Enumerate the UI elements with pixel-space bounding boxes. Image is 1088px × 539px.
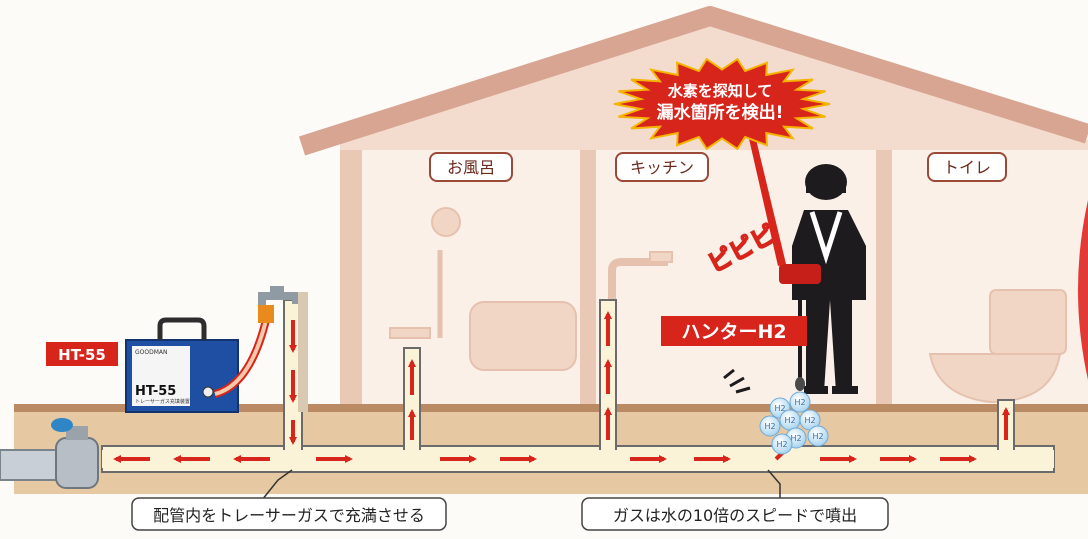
connector-speed: [767, 469, 781, 500]
toilet-tank: [989, 289, 1067, 355]
bathtub: [469, 301, 577, 371]
faucet-handle: [270, 286, 284, 294]
tag-box: [46, 342, 118, 366]
h2-bubble-label: H2: [776, 440, 787, 449]
ground-line: [14, 404, 1088, 412]
shower-head: [431, 207, 461, 237]
meter-dial: [51, 418, 73, 432]
h2-bubble-label: H2: [790, 434, 801, 443]
device-brand: GOODMAN: [135, 349, 167, 356]
tag-ht55: HT-55: [58, 346, 106, 364]
toilet-bowl: [928, 353, 1062, 404]
detector-name: ハンターH2: [681, 321, 786, 343]
meter-body: [55, 437, 99, 489]
device-panel: [132, 346, 190, 406]
h2-bubble: [807, 425, 829, 447]
label-toilet: トイレ: [943, 158, 991, 177]
technician: [779, 164, 866, 394]
burst-line2: 漏水箇所を検出!: [657, 102, 784, 123]
sound-lines: [723, 368, 751, 394]
ht55-device: GOODMAN HT-55 トレーサーガス充填装置 HT-55: [46, 286, 308, 413]
label-bath: お風呂: [447, 158, 495, 177]
edge-decoration: [1078, 200, 1088, 380]
tech-helmet-brim: [806, 186, 846, 193]
meter-cap: [66, 426, 88, 440]
tech-foot-right: [832, 386, 858, 394]
callout-fill-box: [131, 497, 447, 531]
device-handle: [157, 317, 207, 340]
pipe-network: [101, 299, 1055, 473]
detector-label-box: [661, 316, 807, 346]
roof: [298, 6, 1088, 156]
starburst-shape: [613, 57, 831, 151]
device-model: HT-55: [135, 384, 176, 399]
h2-bubble-label: H2: [764, 422, 775, 431]
fixtures: [389, 207, 1067, 404]
kitchen-faucet: [608, 258, 668, 300]
label-kitchen: キッチン: [630, 158, 694, 177]
h2-bubble-label: H2: [794, 398, 805, 407]
faucet: [258, 292, 300, 305]
device-hose-inner: [214, 319, 268, 396]
label-box-kitchen: [615, 152, 709, 182]
h2-bubble-label: H2: [804, 416, 815, 425]
water-meter: [0, 418, 99, 489]
probe-tip: [795, 377, 805, 391]
callout-speed: ガスは水の10倍のスピードで噴出: [613, 506, 857, 525]
kitchen-handle: [649, 251, 673, 263]
h2-bubble-label: H2: [812, 432, 823, 441]
main-pipe-fill: [102, 450, 1054, 468]
h2-bubble-label: H2: [784, 416, 795, 425]
connector-fill: [261, 469, 293, 501]
detect-beam: [742, 106, 786, 266]
h2-bubble-label: H2: [774, 404, 785, 413]
tech-body: [792, 210, 866, 392]
hose-connector: [258, 305, 274, 323]
callout-connectors: [261, 469, 781, 501]
tech-vest: [809, 211, 843, 265]
room-labels: お風呂 キッチン トイレ: [429, 152, 1007, 182]
wall-divider-1: [580, 150, 596, 412]
h2-bubble: [771, 433, 793, 455]
label-box-bath: [429, 152, 513, 182]
starburst: 水素を探知して 漏水箇所を検出!: [613, 57, 831, 151]
outdoor-pipe: [0, 449, 61, 481]
wall-left: [340, 150, 362, 412]
device-knob: [202, 386, 214, 398]
h2-bubble: [759, 415, 781, 437]
tech-foot-left: [804, 386, 828, 394]
device-subtitle: トレーサーガス充填装置: [135, 398, 190, 405]
bath-faucet: [389, 327, 431, 339]
faucet-post: [298, 292, 308, 412]
flow-arrows: [113, 311, 1010, 463]
callout-fill: 配管内をトレーサーガスで充満させる: [153, 506, 425, 525]
wall-divider-2: [876, 150, 892, 412]
burst-line1: 水素を探知して: [668, 82, 773, 100]
callout-speed-box: [581, 497, 889, 531]
h2-bubble: [789, 391, 811, 413]
callouts: 配管内をトレーサーガスで充満させる ガスは水の10倍のスピードで噴出: [131, 497, 889, 531]
detector-label: ハンターH2: [661, 316, 807, 346]
tech-detector: [779, 264, 821, 284]
tech-helmet: [805, 164, 847, 200]
label-box-toilet: [927, 152, 1007, 182]
